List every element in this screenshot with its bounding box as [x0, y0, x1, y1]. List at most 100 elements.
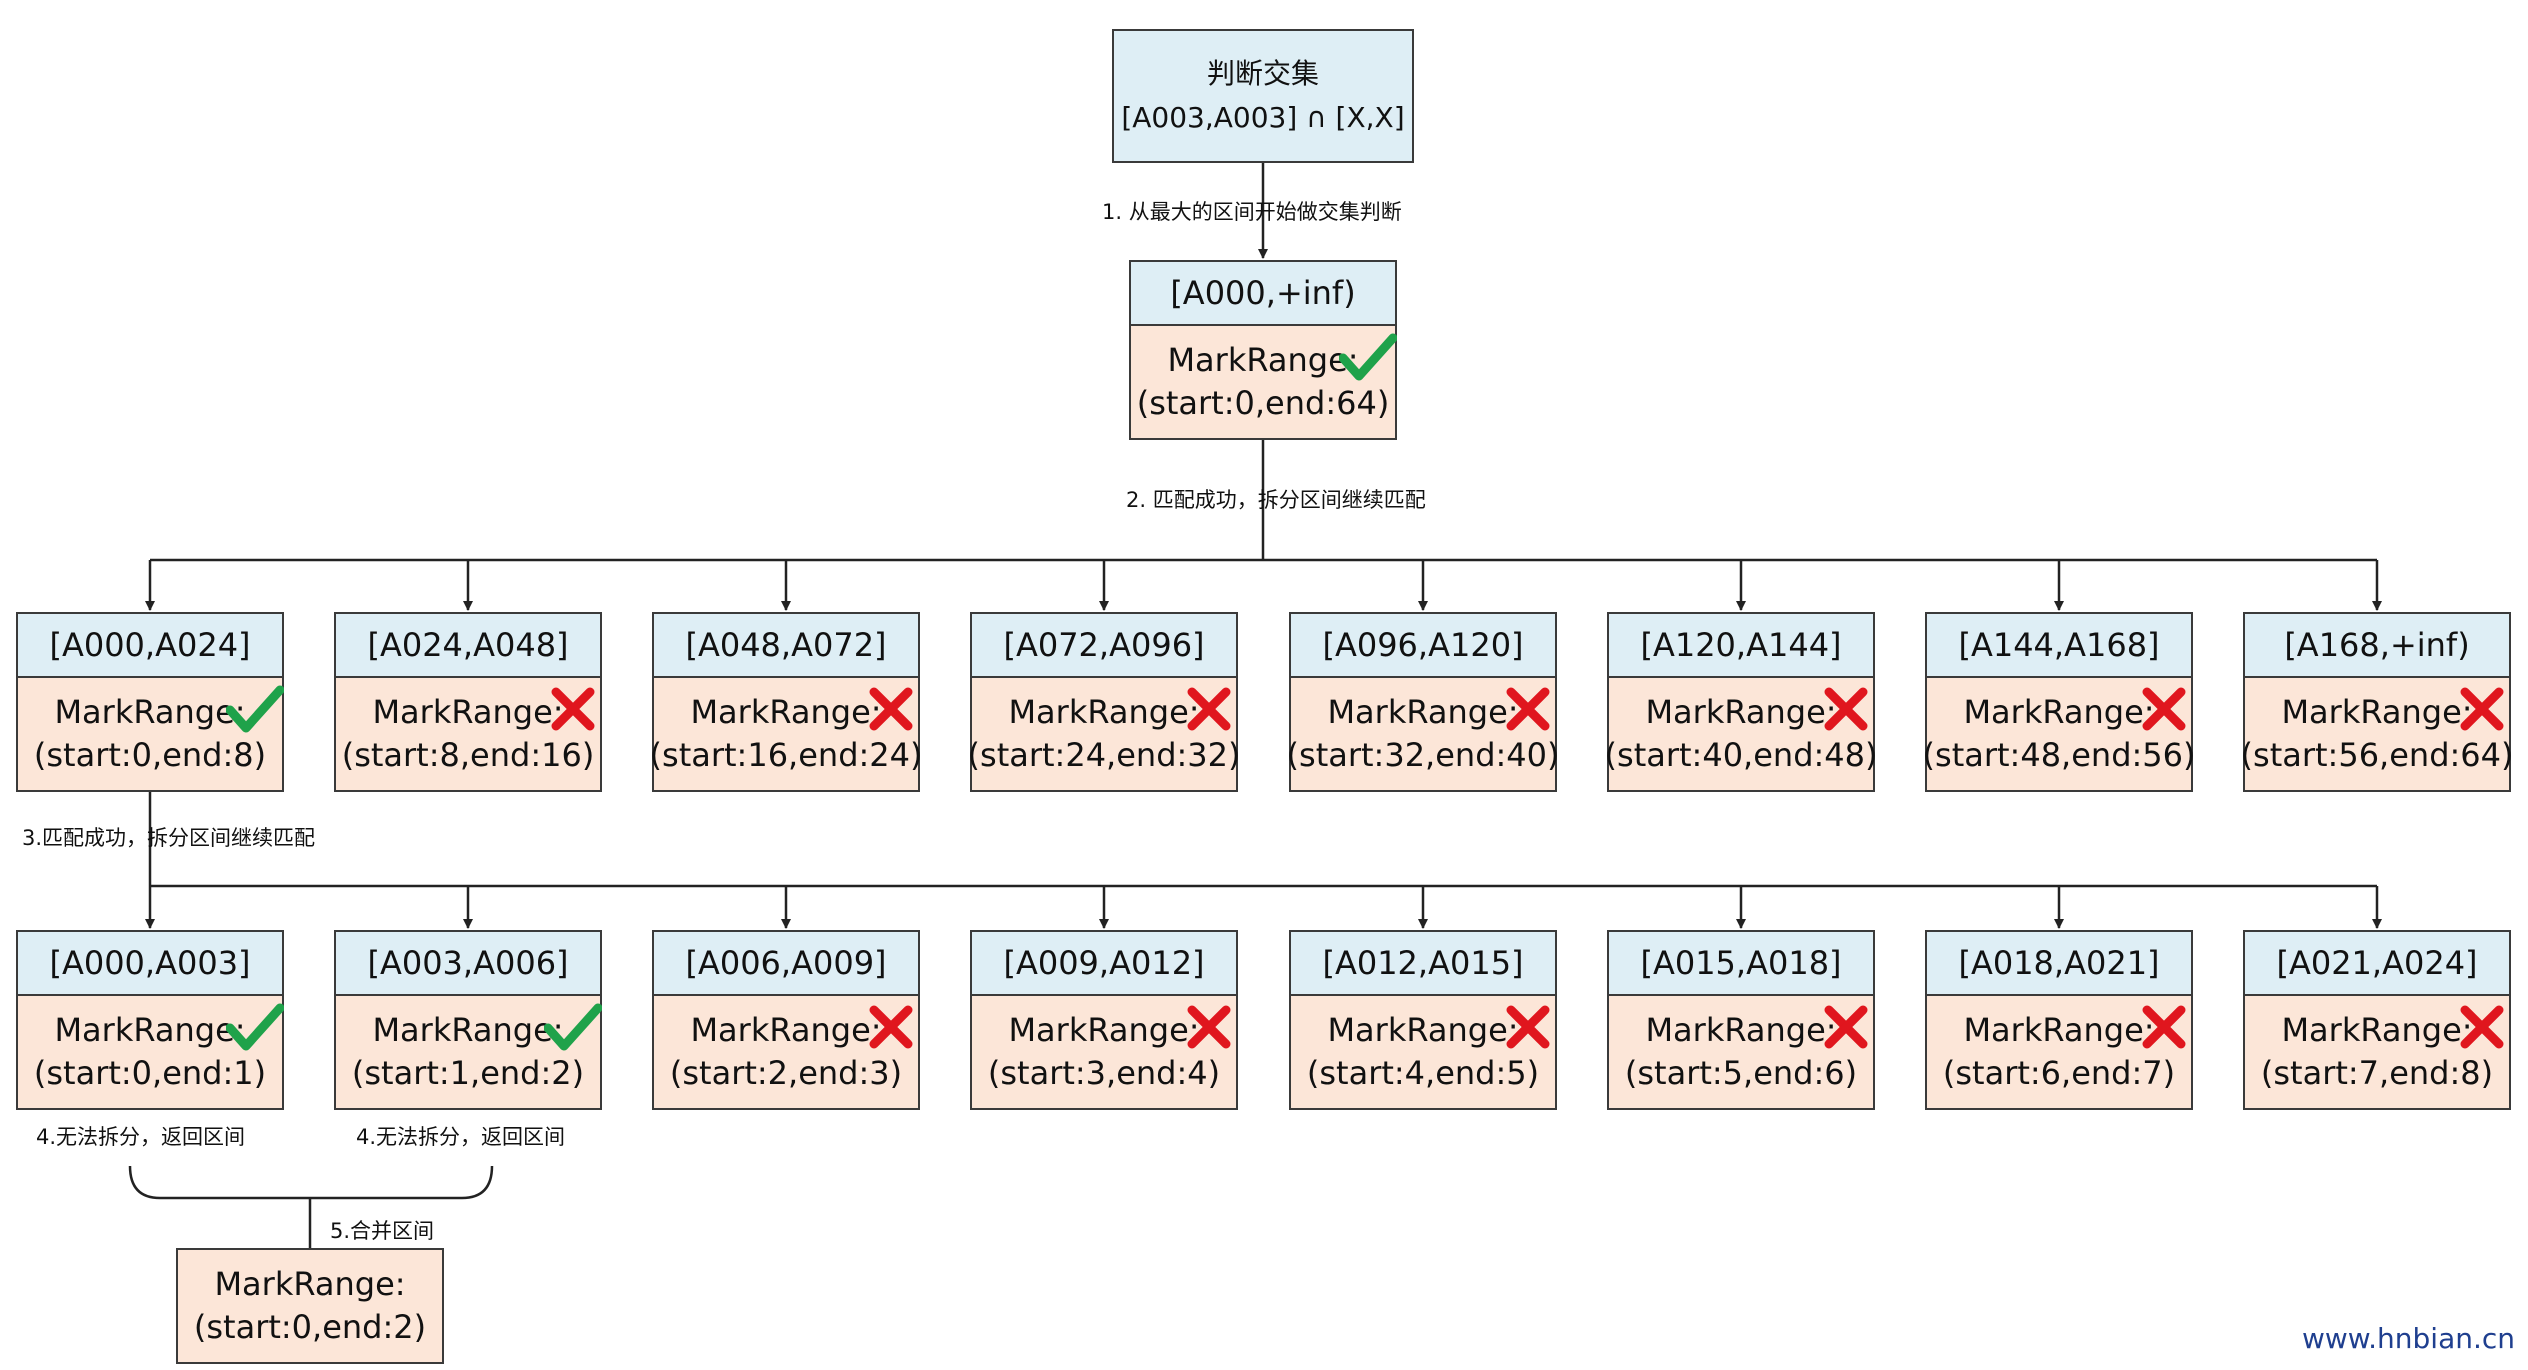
- mark-range-body: MarkRange:(start:56,end:64): [2241, 678, 2513, 790]
- range-label: [A003,A006]: [367, 944, 569, 982]
- mark-range-value: (start:3,end:4): [987, 1054, 1221, 1092]
- level2-node: [A009,A012] MarkRange: (start:3,end:4): [970, 930, 1238, 1110]
- mark-range-label: MarkRange:: [214, 1265, 406, 1303]
- mark-range-label: MarkRange:: [1008, 693, 1200, 731]
- mark-range-value: (start:48,end:56): [1922, 736, 2196, 774]
- range-label: [A000,A003]: [49, 944, 251, 982]
- query-expression: [A003,A003] ∩ [X,X]: [1121, 101, 1405, 134]
- range-label: [A000,A024]: [49, 626, 251, 664]
- range-label: [A009,A012]: [1003, 944, 1205, 982]
- range-header: [A072,A096]: [972, 614, 1236, 678]
- query-title: 判断交集: [1206, 57, 1319, 90]
- mark-range-label: MarkRange:: [690, 693, 882, 731]
- level2-node: [A021,A024]MarkRange:(start:7,end:8): [2243, 930, 2511, 1110]
- mark-range-label: MarkRange:: [54, 1011, 246, 1049]
- level1-node: [A096,A120]MarkRange:(start:32,end:40): [1286, 612, 1560, 792]
- range-header: [A006,A009]: [654, 932, 918, 996]
- cross-mark-icon: [1823, 1004, 1869, 1054]
- mark-range-label: MarkRange:: [690, 1011, 882, 1049]
- step-5-label: 5.合并区间: [330, 1219, 435, 1243]
- mark-range-body: MarkRange: (start:0,end:8): [18, 678, 282, 790]
- level1-node: [A048,A072]MarkRange:(start:16,end:24): [650, 612, 922, 792]
- cross-mark-icon: [2459, 1004, 2505, 1054]
- step-2-label: 2. 匹配成功，拆分区间继续匹配: [1126, 488, 1426, 512]
- mark-range-value: (start:0,end:64): [1136, 384, 1390, 422]
- step-1-label: 1. 从最大的区间开始做交集判断: [1102, 200, 1402, 224]
- level2-node: [A012,A015]MarkRange:(start:4,end:5): [1289, 930, 1557, 1110]
- mark-range-label: MarkRange:: [1008, 1011, 1200, 1049]
- mark-range-value: (start:8,end:16): [341, 736, 595, 774]
- range-header: [A000,A003]: [18, 932, 282, 996]
- level2-node: [A018,A021] MarkRange: (start:6,end:7): [1925, 930, 2193, 1110]
- mark-range-value: (start:0,end:1): [33, 1054, 267, 1092]
- cross-mark-icon: [868, 1004, 914, 1054]
- range-label: [A018,A021]: [1958, 944, 2160, 982]
- mark-range-label: MarkRange:: [54, 693, 246, 731]
- cross-mark-icon: [1505, 686, 1551, 736]
- step-3-label: 3.匹配成功，拆分区间继续匹配: [22, 826, 316, 850]
- mark-range-body: MarkRange:(start:40,end:48): [1605, 678, 1877, 790]
- range-header: [A015,A018]: [1609, 932, 1873, 996]
- mark-range-body: MarkRange: (start:0,end:2): [178, 1250, 442, 1362]
- mark-range-body: MarkRange: (start:2,end:3): [654, 996, 918, 1108]
- range-label: [A015,A018]: [1640, 944, 1842, 982]
- mark-range-body: MarkRange: (start:0,end:1): [18, 996, 282, 1108]
- range-label: [A012,A015]: [1322, 944, 1524, 982]
- mark-range-value: (start:6,end:7): [1942, 1054, 2176, 1092]
- level1-node: [A168,+inf) MarkRange:(start:56,end:64): [2241, 612, 2513, 792]
- range-header: [A021,A024]: [2245, 932, 2509, 996]
- cross-mark-icon: [1823, 686, 1869, 736]
- mark-range-label: MarkRange:: [2281, 693, 2473, 731]
- check-mark-icon: [543, 1002, 603, 1058]
- range-label: [A048,A072]: [685, 626, 887, 664]
- query-box: 判断交集 [A003,A003] ∩ [X,X]: [1112, 29, 1414, 163]
- root-node: [A000,+inf) MarkRange: (start:0,end:64): [1129, 260, 1398, 440]
- range-header: [A000,+inf): [1131, 262, 1395, 326]
- cross-mark-icon: [2141, 686, 2187, 736]
- range-label: [A021,A024]: [2276, 944, 2478, 982]
- mark-range-label: MarkRange:: [1645, 693, 1837, 731]
- check-mark-icon: [225, 684, 285, 740]
- cross-mark-icon: [868, 686, 914, 736]
- mark-range-label: MarkRange:: [1963, 1011, 2155, 1049]
- mark-range-value: (start:0,end:8): [33, 736, 267, 774]
- range-label: [A120,A144]: [1640, 626, 1842, 664]
- level2-node: [A000,A003] MarkRange: (start:0,end:1): [16, 930, 285, 1110]
- check-mark-icon: [1338, 332, 1398, 388]
- mark-range-label: MarkRange:: [372, 693, 564, 731]
- mark-range-label: MarkRange:: [1327, 1011, 1519, 1049]
- mark-range-label: MarkRange:: [1167, 341, 1359, 379]
- mark-range-value: (start:0,end:2): [193, 1308, 427, 1346]
- range-header: [A000,A024]: [18, 614, 282, 678]
- level2-node: [A003,A006] MarkRange: (start:1,end:2): [334, 930, 603, 1110]
- mark-range-value: (start:32,end:40): [1286, 736, 1560, 774]
- mark-range-value: (start:2,end:3): [669, 1054, 903, 1092]
- range-header: [A012,A015]: [1291, 932, 1555, 996]
- cross-mark-icon: [2141, 1004, 2187, 1054]
- range-header: [A018,A021]: [1927, 932, 2191, 996]
- mark-range-value: (start:1,end:2): [351, 1054, 585, 1092]
- cross-mark-icon: [1505, 1004, 1551, 1054]
- range-label: [A024,A048]: [367, 626, 569, 664]
- range-label: [A072,A096]: [1003, 626, 1205, 664]
- range-header: [A168,+inf): [2245, 614, 2509, 678]
- mark-range-body: MarkRange: (start:1,end:2): [336, 996, 600, 1108]
- mark-range-label: MarkRange:: [2281, 1011, 2473, 1049]
- cross-mark-icon: [2459, 686, 2505, 736]
- step-4-label-right: 4.无法拆分，返回区间: [356, 1125, 566, 1149]
- range-label: [A168,+inf): [2284, 626, 2470, 664]
- check-mark-icon: [225, 1002, 285, 1058]
- level1-node: [A144,A168] MarkRange: (start:48,end:56): [1922, 612, 2196, 792]
- range-label: [A006,A009]: [685, 944, 887, 982]
- cross-mark-icon: [550, 686, 596, 736]
- range-header: [A003,A006]: [336, 932, 600, 996]
- merged-result-node: MarkRange: (start:0,end:2): [176, 1248, 444, 1364]
- range-header: [A144,A168]: [1927, 614, 2191, 678]
- range-header: [A048,A072]: [654, 614, 918, 678]
- range-header: [A024,A048]: [336, 614, 600, 678]
- mark-range-label: MarkRange:: [1963, 693, 2155, 731]
- step-4-label-left: 4.无法拆分，返回区间: [36, 1125, 246, 1149]
- mark-range-label: MarkRange:: [372, 1011, 564, 1049]
